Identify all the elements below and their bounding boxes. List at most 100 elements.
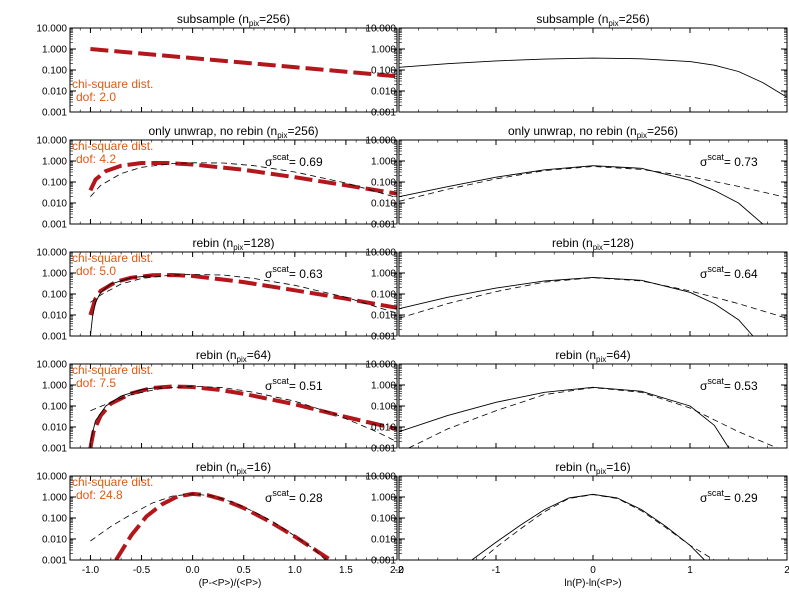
x-tick-label: 0.5 bbox=[237, 565, 251, 576]
panel-title-main: only unwrap, no rebin (n bbox=[148, 124, 277, 138]
panel-title: rebin (npix=16) bbox=[196, 460, 271, 476]
sigma-annotation: σscat= 0.63 bbox=[265, 264, 323, 281]
chi-square-label: chi-square dist. bbox=[72, 475, 153, 489]
panel-title-main: rebin (n bbox=[196, 348, 237, 362]
panel-title-main: rebin (n bbox=[193, 236, 234, 250]
sigma-symbol: σ bbox=[265, 491, 273, 505]
x-tick-label: 1.0 bbox=[288, 565, 302, 576]
y-tick-label: 0.100 bbox=[371, 514, 396, 525]
sigma-value: = 0.64 bbox=[724, 267, 758, 281]
panel-title: rebin (npix=16) bbox=[555, 460, 630, 476]
y-tick-label: 10.000 bbox=[36, 472, 67, 483]
y-tick-label: 0.010 bbox=[42, 199, 67, 210]
series-line-dashed-1 bbox=[90, 493, 326, 560]
panel-title: rebin (npix=64) bbox=[196, 348, 271, 364]
y-tick-label: 0.100 bbox=[371, 402, 396, 413]
x-axis-label-right: ln(P)-ln(<P>) bbox=[564, 578, 621, 589]
panel-title-tail: =64) bbox=[247, 348, 271, 362]
x-tick-label: 0.0 bbox=[186, 565, 200, 576]
sigma-value: = 0.63 bbox=[289, 267, 323, 281]
sigma-annotation: σscat= 0.53 bbox=[700, 376, 758, 393]
x-tick-label: 2.0 bbox=[390, 565, 404, 576]
panel-title-main: subsample (n bbox=[536, 12, 608, 26]
y-tick-label: 1.000 bbox=[371, 269, 396, 280]
sigma-symbol: σ bbox=[700, 267, 708, 281]
panel-title-tail: =128) bbox=[603, 236, 634, 250]
y-tick-label: 1.000 bbox=[371, 381, 396, 392]
series-line-solid-0 bbox=[399, 165, 764, 224]
panel-title-main: rebin (n bbox=[555, 348, 596, 362]
series-line-solid-0 bbox=[399, 386, 730, 448]
series-line-solid-0 bbox=[471, 493, 705, 560]
x-tick-label: -2 bbox=[395, 565, 404, 576]
plot-frame bbox=[398, 27, 788, 113]
plot-frame bbox=[398, 475, 788, 561]
panel-title-subscript: pix bbox=[593, 243, 603, 252]
series-line-solid-0 bbox=[399, 57, 787, 98]
series-line-chi-0 bbox=[88, 273, 397, 316]
y-tick-label: 10.000 bbox=[365, 248, 396, 259]
series-line-solid-1 bbox=[89, 275, 152, 336]
y-tick-label: 0.001 bbox=[371, 108, 396, 119]
series-line-dashed-1 bbox=[90, 162, 397, 198]
panel-title-tail: =256) bbox=[259, 12, 290, 26]
panel-title-tail: =16) bbox=[247, 460, 271, 474]
panel-title-tail: =256) bbox=[287, 124, 318, 138]
sigma-symbol: σ bbox=[700, 155, 708, 169]
panel-title-subscript: pix bbox=[637, 131, 647, 140]
panel-title-subscript: pix bbox=[596, 467, 606, 476]
panel-title-tail: =256) bbox=[619, 12, 650, 26]
y-tick-label: 0.001 bbox=[371, 444, 396, 455]
chi-square-dof: dof: 2.0 bbox=[76, 90, 116, 104]
series-line-dashed-1 bbox=[481, 494, 715, 560]
sigma-annotation: σscat= 0.64 bbox=[700, 264, 758, 281]
x-axis-label-left: (P-<P>)/(<P>) bbox=[199, 578, 262, 589]
sigma-superscript: scat bbox=[707, 376, 724, 386]
sigma-superscript: scat bbox=[707, 488, 724, 498]
chi-square-dof: dof: 5.0 bbox=[76, 264, 116, 278]
y-tick-label: 1.000 bbox=[42, 45, 67, 56]
sigma-value: = 0.73 bbox=[724, 155, 758, 169]
x-tick-label: 0 bbox=[590, 565, 596, 576]
panel-title: subsample (npix=256) bbox=[177, 12, 290, 28]
panel-title-subscript: pix bbox=[596, 355, 606, 364]
panel-title-subscript: pix bbox=[237, 355, 247, 364]
series-line-chi-0 bbox=[114, 491, 332, 560]
sigma-annotation: σscat= 0.28 bbox=[265, 488, 323, 505]
panel-title-tail: =128) bbox=[243, 236, 274, 250]
x-tick-label: -0.5 bbox=[133, 565, 151, 576]
plot-frame bbox=[398, 251, 788, 337]
y-tick-label: 1.000 bbox=[42, 157, 67, 168]
series-line-dashed-1 bbox=[408, 387, 778, 448]
y-tick-label: 10.000 bbox=[365, 472, 396, 483]
sigma-superscript: scat bbox=[272, 264, 289, 274]
y-tick-label: 10.000 bbox=[36, 24, 67, 35]
x-tick-label: 2 bbox=[784, 565, 789, 576]
y-tick-label: 0.010 bbox=[371, 199, 396, 210]
panel-title: only unwrap, no rebin (npix=256) bbox=[148, 124, 318, 140]
y-tick-label: 0.001 bbox=[371, 332, 396, 343]
x-tick-label: 1 bbox=[687, 565, 693, 576]
y-tick-label: 0.100 bbox=[42, 178, 67, 189]
y-tick-label: 1.000 bbox=[371, 45, 396, 56]
y-tick-label: 0.001 bbox=[42, 332, 67, 343]
y-tick-label: 0.010 bbox=[371, 311, 396, 322]
panel-title-main: rebin (n bbox=[552, 236, 593, 250]
panel-title-subscript: pix bbox=[249, 19, 259, 28]
sigma-symbol: σ bbox=[265, 267, 273, 281]
sigma-value: = 0.69 bbox=[289, 155, 323, 169]
sigma-value: = 0.29 bbox=[724, 491, 758, 505]
panel-title-tail: =256) bbox=[647, 124, 678, 138]
y-tick-label: 0.001 bbox=[42, 556, 67, 567]
sigma-annotation: σscat= 0.73 bbox=[700, 152, 758, 169]
chi-square-dof: dof: 7.5 bbox=[76, 376, 116, 390]
panel-title-subscript: pix bbox=[233, 243, 243, 252]
